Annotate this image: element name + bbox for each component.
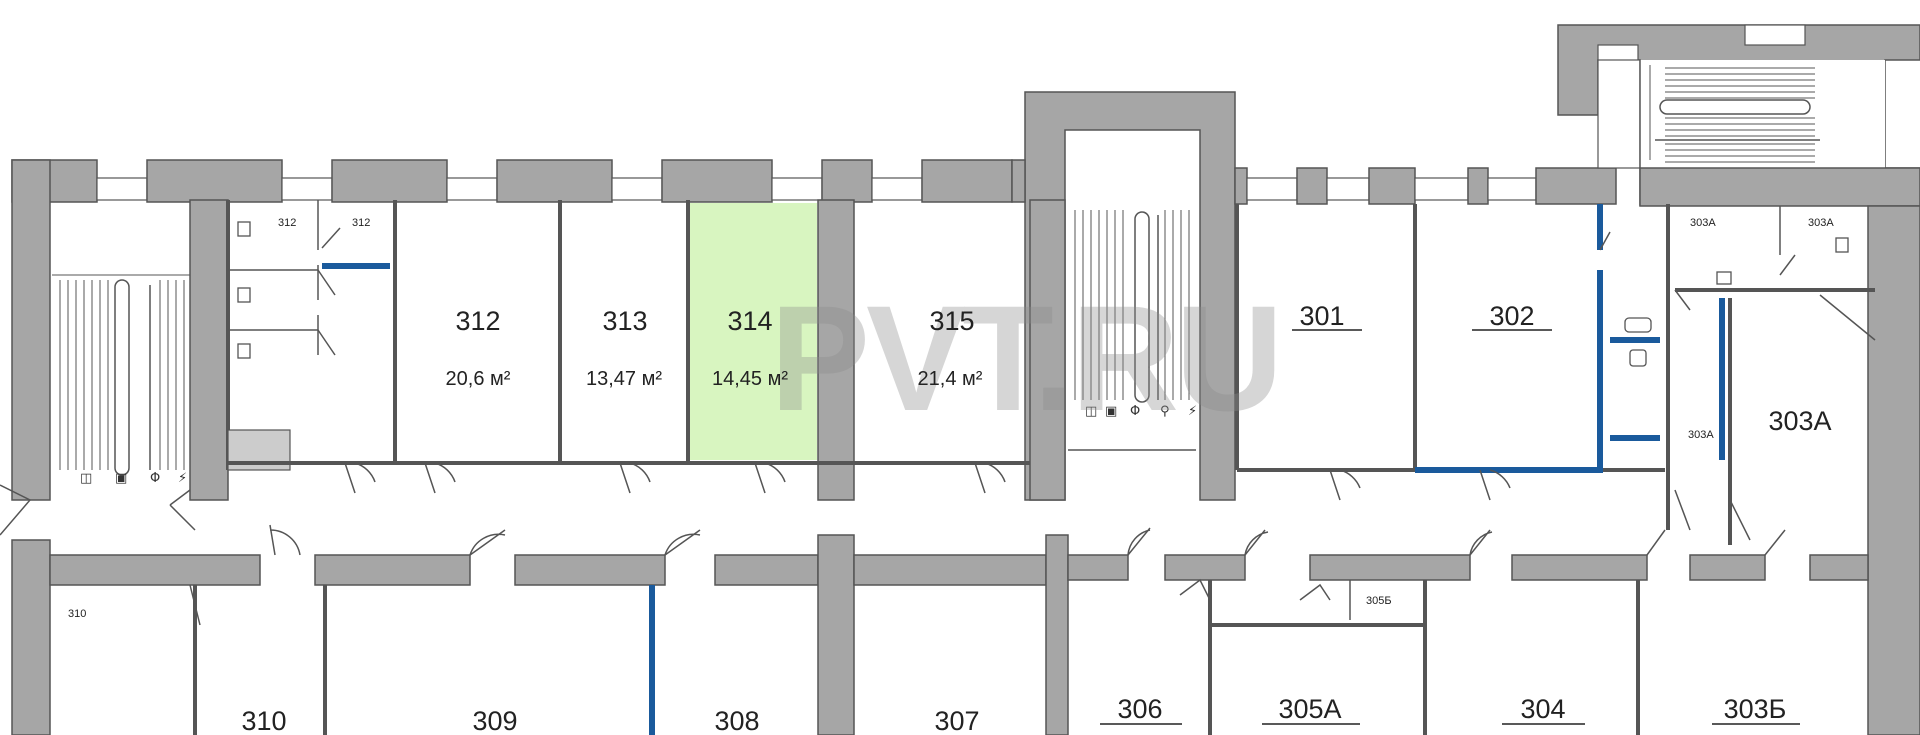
east-room-partitions: [1235, 204, 1670, 530]
room-305B-label: 305Б: [1366, 595, 1392, 607]
central-stair: [1068, 205, 1196, 500]
fire-symbols-central: ◫ ▣ Φ ⚲ ⚡: [1085, 404, 1197, 419]
room-306-number: 306: [1117, 694, 1162, 724]
room-314-number: 314: [727, 306, 772, 336]
room-303A-label-b: 303А: [1808, 217, 1834, 229]
room-301-number: 301: [1299, 301, 1344, 331]
room-305A-number: 305А: [1278, 694, 1341, 724]
room-312-number: 312: [455, 306, 500, 336]
door-swings: [0, 462, 1786, 626]
svg-text:Φ: Φ: [1130, 404, 1140, 419]
south-corridor-wall: [49, 534, 1869, 735]
room-315-number: 315: [929, 306, 974, 336]
wc-312-label-b: 312: [352, 217, 370, 229]
room-303A-block: [1674, 206, 1876, 545]
west-stair: [52, 274, 190, 476]
svg-text:⚲: ⚲: [1160, 404, 1170, 419]
svg-text:▣: ▣: [1105, 404, 1117, 419]
north-wall-right: [1234, 167, 1617, 205]
room-303B-number: 303Б: [1724, 694, 1787, 724]
wc-312-label-a: 312: [278, 217, 296, 229]
east-wall: [1639, 167, 1920, 735]
south-room-partitions: [193, 580, 1640, 735]
watermark: PVT.RU: [770, 274, 1279, 442]
north-room-partitions: [393, 199, 1066, 501]
svg-text:◫: ◫: [1085, 404, 1097, 419]
room-310-corner-label: 310: [68, 608, 86, 620]
room-308-number: 308: [714, 706, 759, 735]
svg-text:⚡: ⚡: [178, 471, 187, 486]
room-303A-side-label: 303А: [1688, 429, 1714, 441]
svg-text:⚡: ⚡: [1188, 404, 1197, 419]
west-wall: [11, 159, 51, 735]
room-312-area: 20,6 м²: [446, 368, 511, 390]
north-wall-left: [11, 159, 1013, 203]
room-303A-label-a: 303А: [1690, 217, 1716, 229]
svg-text:Φ: Φ: [150, 471, 160, 486]
room-310-number: 310: [241, 706, 286, 735]
fire-symbols-west: ◫ ▣ Φ ⚡: [80, 471, 187, 486]
room-315-area: 21,4 м²: [918, 368, 983, 390]
room-307-number: 307: [934, 706, 979, 735]
west-stair-wall: [189, 199, 229, 501]
room-303A-number: 303А: [1768, 406, 1831, 436]
room-309-number: 309: [472, 706, 517, 735]
svg-text:▣: ▣: [115, 471, 127, 486]
svg-text:◫: ◫: [80, 471, 92, 486]
room-313-number: 313: [602, 306, 647, 336]
room-302-number: 302: [1489, 301, 1534, 331]
room-313-area: 13,47 м²: [586, 368, 662, 390]
east-stair: [1649, 65, 1820, 163]
room-314-area: 14,45 м²: [712, 368, 788, 390]
room-304-number: 304: [1520, 694, 1565, 724]
wc-block: [226, 200, 390, 471]
room-314-highlight[interactable]: [690, 203, 817, 460]
